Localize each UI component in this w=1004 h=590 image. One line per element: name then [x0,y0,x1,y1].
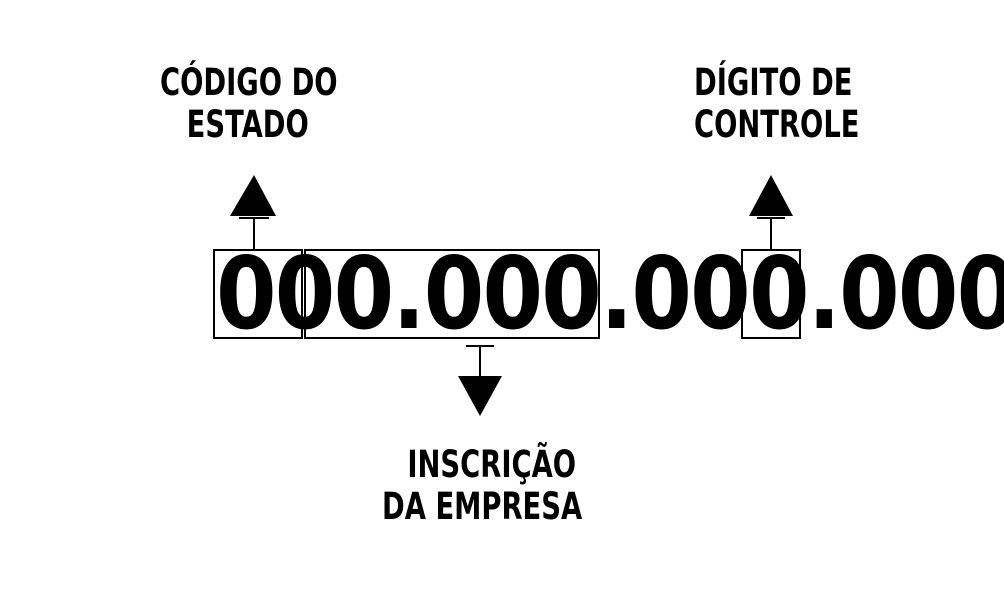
state-code-box [213,249,303,339]
state-code-arrow [230,175,276,249]
label-company-registration-line2: DA EMPRESA [382,485,583,528]
control-digit-arrow [749,175,793,249]
company-registration-arrow [458,345,502,416]
label-control-digit: DÍGITO DE CONTROLE [694,62,859,146]
label-state-code-line1: CÓDIGO DO [160,61,338,104]
control-digit-box [741,249,801,339]
label-company-registration-line1: INSCRIÇÃO [407,443,577,486]
label-control-digit-line2: CONTROLE [694,103,860,146]
registration-number: 000.000.000.000 [216,235,1004,352]
label-state-code-line2: ESTADO [186,103,309,146]
company-registration-box [304,249,600,339]
label-company-registration: INSCRIÇÃO DA EMPRESA [382,444,582,528]
label-control-digit-line1: DÍGITO DE [694,61,853,104]
label-state-code: CÓDIGO DO ESTADO [160,62,338,146]
